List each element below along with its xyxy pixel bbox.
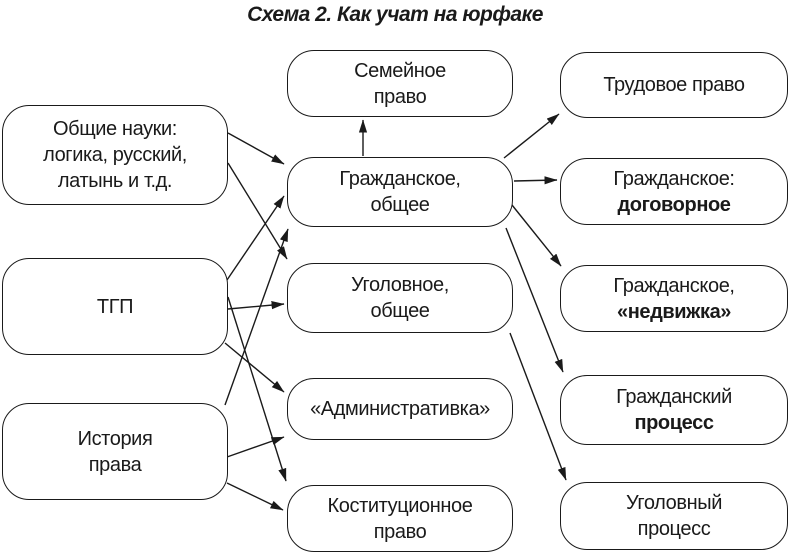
arrow-history-to-constitutional	[226, 482, 284, 511]
node-family-law-line1: Семейное	[354, 59, 446, 82]
node-family-law: Семейное право	[287, 50, 513, 117]
node-civil-general-line1: Гражданское,	[339, 168, 461, 190]
node-civil-general: Гражданское, общее	[287, 157, 513, 227]
node-criminal-general-line2: общее	[370, 300, 430, 322]
arrow-tgp-to-constitutional	[227, 296, 287, 482]
arrow-tgp-to-admin	[224, 342, 285, 393]
node-criminal-procedure: Уголовный процесс	[560, 482, 788, 550]
node-general-sciences-line1: Общие науки:	[53, 118, 177, 140]
node-constitutional-law: Коституционное право	[287, 485, 513, 552]
arrow-history-to-admin	[226, 436, 285, 458]
node-labor-law-line1: Трудовое право	[603, 74, 745, 96]
node-family-law-line2: право	[373, 85, 427, 108]
arrow-general-to-criminal	[227, 162, 288, 260]
node-history-of-law: История права	[2, 403, 228, 500]
arrow-tgp-to-civil	[226, 195, 285, 281]
node-administrative-law: «Административка»	[287, 378, 513, 440]
node-constitutional-law-line2: право	[373, 520, 427, 543]
arrow-civil-to-civil_realty	[511, 204, 562, 267]
arrow-civil-to-civil_contract	[513, 176, 558, 185]
arrow-general-to-civil	[227, 132, 285, 165]
arrow-civil-to-labor	[503, 113, 560, 159]
node-civil-realty-law: Гражданское, «недвижка»	[560, 265, 788, 332]
node-general-sciences-line3: латынь и т.д.	[57, 170, 173, 192]
node-criminal-procedure-line1: Уголовный	[626, 492, 722, 514]
node-civil-general-line2: общее	[370, 194, 430, 216]
node-history-of-law-line2: права	[88, 453, 142, 476]
node-tgp-line1: ТГП	[96, 295, 134, 318]
node-criminal-general-line1: Уголовное,	[351, 274, 449, 296]
node-labor-law: Трудовое право	[560, 52, 788, 118]
node-civil-procedure: Гражданский процесс	[560, 375, 788, 445]
node-criminal-general: Уголовное, общее	[287, 263, 513, 333]
node-criminal-procedure-line2: процесс	[637, 518, 711, 540]
node-civil-contract-law: Гражданское: договорное	[560, 158, 788, 225]
arrow-tgp-to-criminal	[227, 301, 285, 310]
node-constitutional-law-line1: Коституционное	[327, 494, 473, 517]
node-tgp: ТГП	[2, 258, 228, 355]
arrow-history-to-civil	[224, 228, 289, 406]
node-civil-realty-law-line1: Гражданское,	[613, 274, 735, 297]
node-civil-procedure-line2: процесс	[634, 412, 714, 434]
arrow-civil-to-civil_process	[505, 227, 564, 373]
diagram-title: Схема 2. Как учат на юрфаке	[247, 3, 543, 26]
arrow-criminal-to-criminal_process	[509, 332, 567, 481]
node-civil-contract-law-line1: Гражданское:	[613, 167, 735, 190]
node-civil-procedure-line1: Гражданский	[616, 386, 732, 408]
node-general-sciences: Общие науки: логика, русский, латынь и т…	[2, 105, 228, 205]
node-history-of-law-line1: История	[77, 427, 153, 450]
node-civil-realty-law-line2: «недвижка»	[616, 300, 732, 323]
node-administrative-law-line1: «Административка»	[310, 398, 490, 420]
node-civil-contract-law-line2: договорное	[617, 193, 731, 216]
node-general-sciences-line2: логика, русский,	[43, 144, 187, 166]
